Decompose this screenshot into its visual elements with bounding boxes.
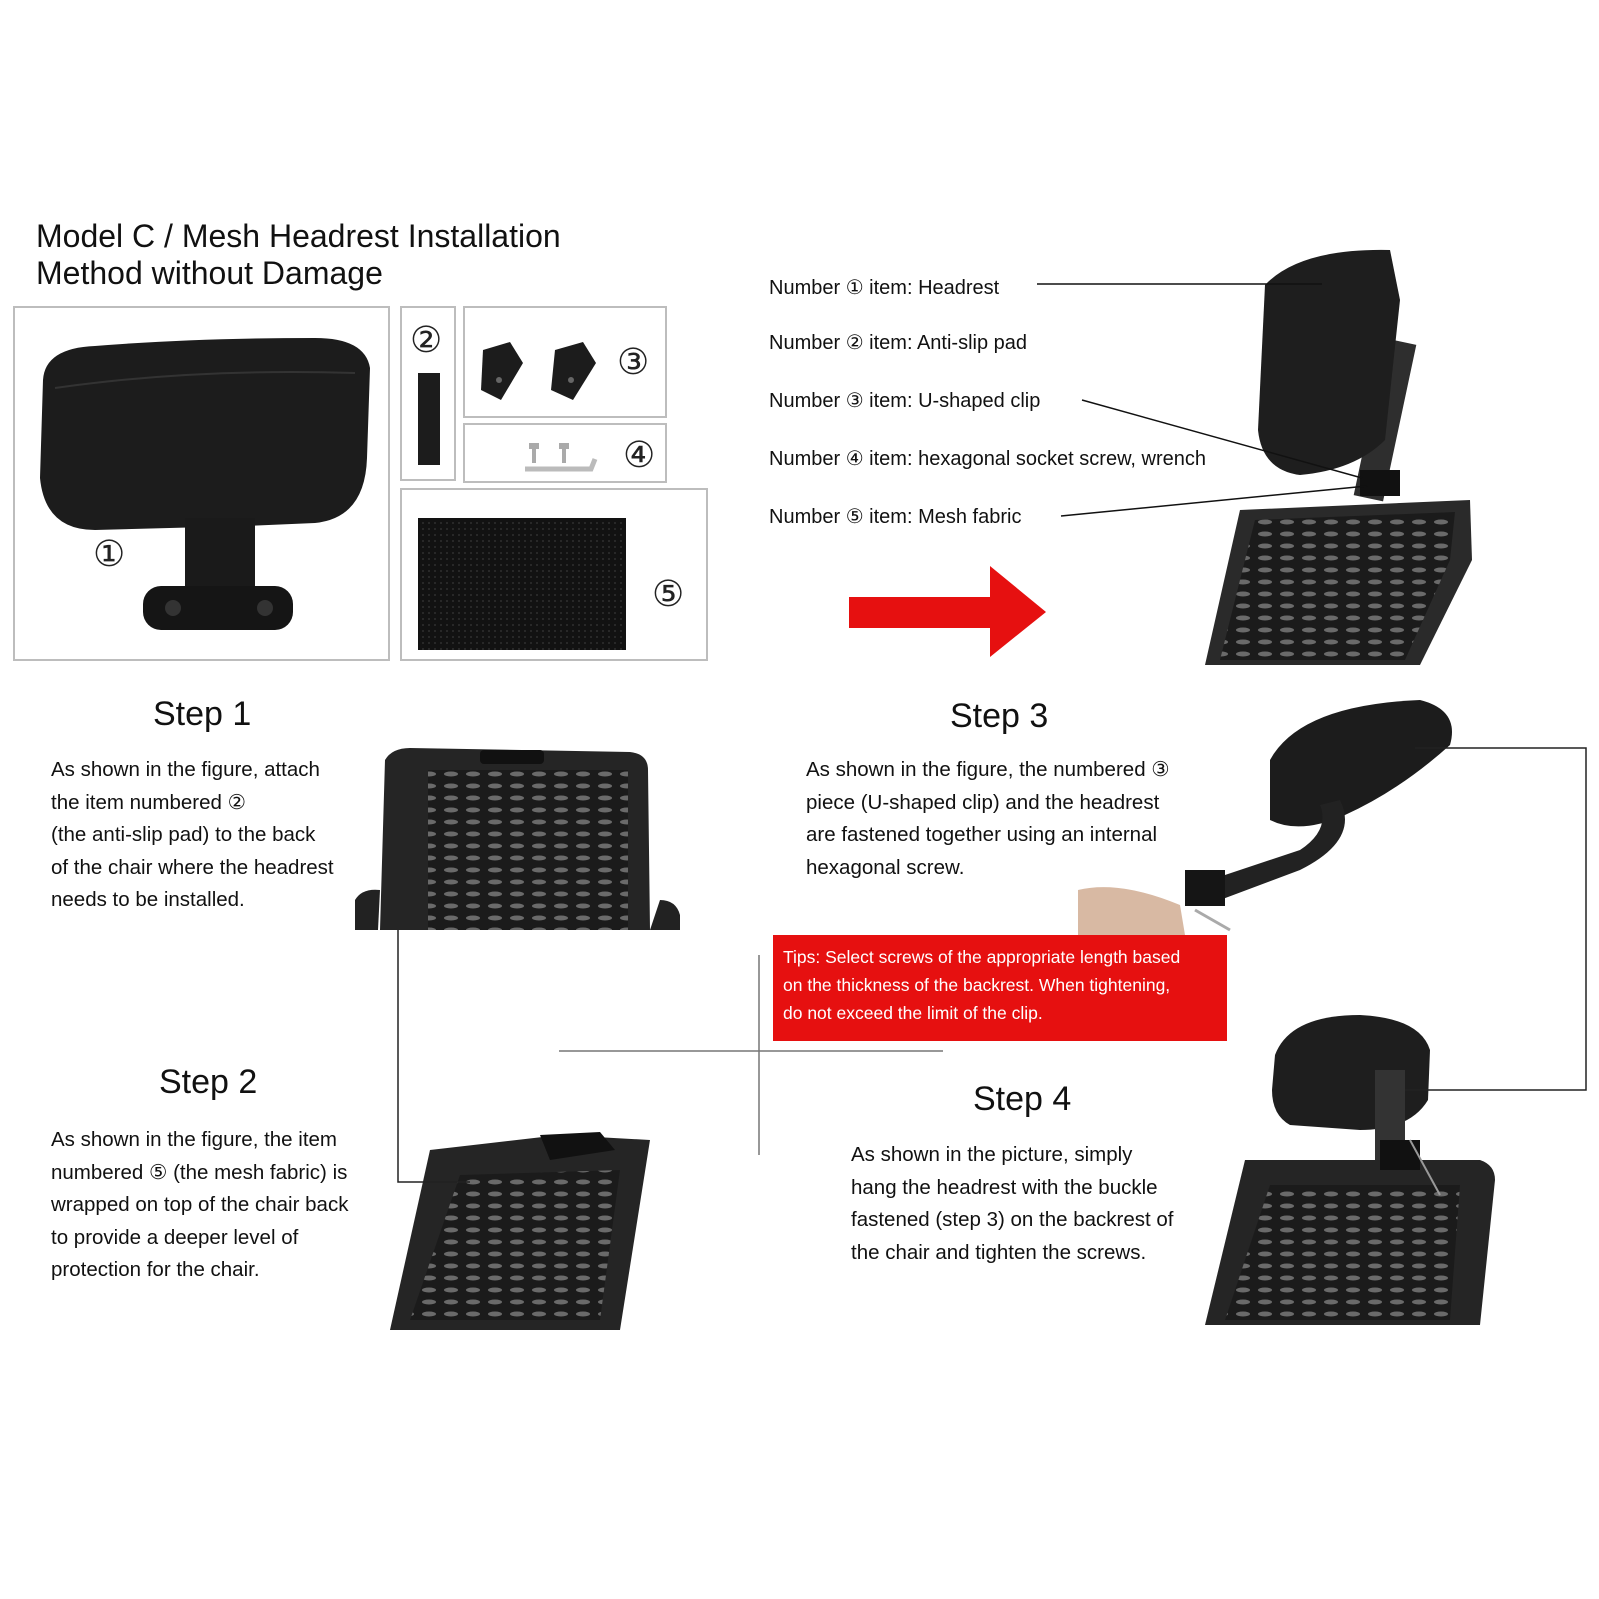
part-number-1: ① xyxy=(93,533,126,574)
step3-headrest-image xyxy=(1078,700,1452,935)
page-title: Model C / Mesh Headrest Installation Met… xyxy=(36,218,561,292)
connector-step3-step4 xyxy=(1405,747,1587,1091)
connector-step1-step2 xyxy=(397,930,470,1183)
callout-screw-wrench: Number ④ item: hexagonal socket screw, w… xyxy=(769,448,1207,470)
step1-text: As shown in the figure, attach the item … xyxy=(51,758,334,911)
step1-chair-image xyxy=(355,748,680,930)
step3-heading: Step 3 xyxy=(950,697,1049,735)
leader-line-u-clip xyxy=(1081,399,1363,479)
part-box-screws: ④ xyxy=(463,423,667,483)
headrest-product-image xyxy=(40,338,370,630)
step2-chair-image xyxy=(390,1132,650,1330)
callout-anti-slip-pad: Number ② item: Anti-slip pad xyxy=(769,332,1028,354)
step2-text: As shown in the figure, the item numbere… xyxy=(51,1128,349,1281)
assembled-chair-image xyxy=(1205,249,1472,665)
step1-heading: Step 1 xyxy=(153,695,252,733)
step3-text: As shown in the figure, the numbered ③ p… xyxy=(806,758,1170,879)
step4-text: As shown in the picture, simply hang the… xyxy=(851,1143,1174,1264)
anti-slip-pad-image xyxy=(418,373,440,465)
part-box-headrest: ① xyxy=(13,306,390,661)
callout-mesh-fabric: Number ⑤ item: Mesh fabric xyxy=(769,506,1022,528)
screw-wrench-image xyxy=(525,443,598,472)
title-line-1: Model C / Mesh Headrest Installation xyxy=(36,218,561,254)
title-line-2: Method without Damage xyxy=(36,255,383,291)
callout-headrest: Number ① item: Headrest xyxy=(769,277,1000,299)
mesh-fabric-image xyxy=(418,518,626,650)
tips-box: Tips: Select screws of the appropriate l… xyxy=(773,935,1227,1041)
part-box-u-clip: ③ xyxy=(463,306,667,418)
step2-heading: Step 2 xyxy=(159,1063,258,1101)
callout-u-clip: Number ③ item: U-shaped clip xyxy=(769,390,1041,412)
u-clip-image xyxy=(481,342,596,400)
part-box-mesh-fabric: ⑤ xyxy=(400,488,708,661)
part-number-2: ② xyxy=(410,319,443,360)
step4-heading: Step 4 xyxy=(973,1080,1072,1118)
red-arrow-icon xyxy=(849,566,1046,657)
screw-pointer-line xyxy=(1409,1139,1441,1196)
part-number-5: ⑤ xyxy=(652,573,685,614)
part-number-3: ③ xyxy=(617,341,650,382)
step4-chair-image xyxy=(1205,1015,1495,1325)
part-number-4: ④ xyxy=(623,434,656,475)
part-box-anti-slip-pad: ② xyxy=(400,306,456,481)
leader-line-mesh-fabric xyxy=(1060,485,1368,517)
